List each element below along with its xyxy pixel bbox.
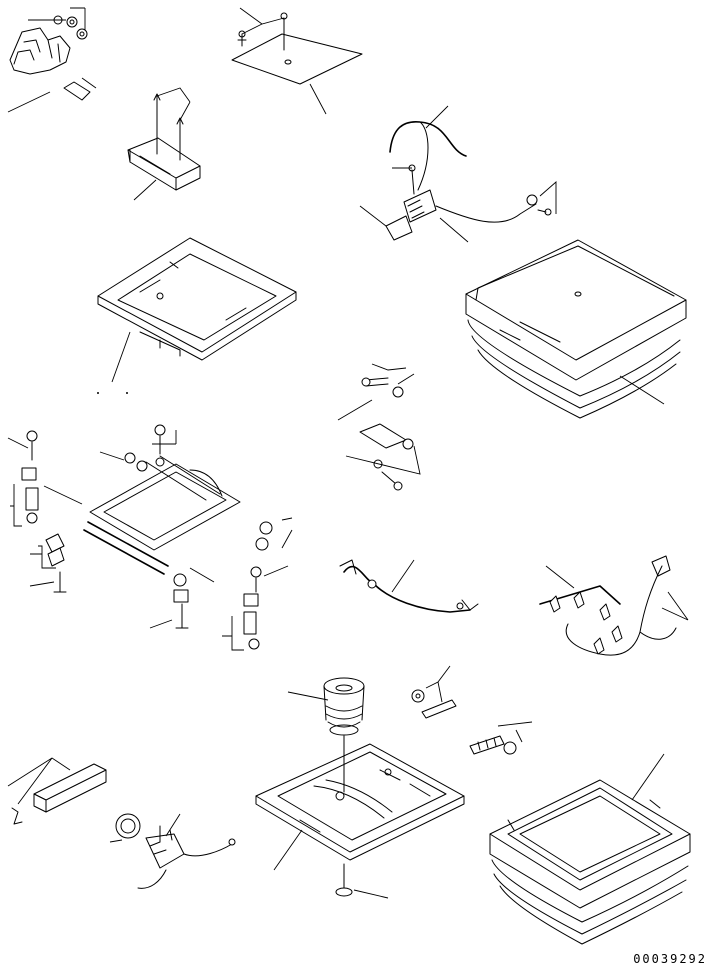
- lever-bracket: [360, 165, 556, 242]
- seat-cushion-lower: [490, 754, 690, 944]
- back-plate: [232, 8, 362, 114]
- armrest-pad: [128, 88, 200, 200]
- slide-rail-assembly: [8, 425, 292, 650]
- wire-harness-a: [340, 560, 478, 612]
- seat-cushion-upper: [466, 240, 686, 418]
- knob-set: [412, 666, 456, 718]
- catalog-number: 00039292: [633, 952, 707, 966]
- air-spring: [288, 678, 364, 735]
- wire-harness-b: [540, 556, 688, 655]
- square-bar: [8, 758, 106, 824]
- control-cable: [390, 106, 466, 190]
- pin-set: [338, 364, 420, 490]
- armrest-bracket-assembly: [8, 8, 96, 112]
- switch-harness: [110, 814, 235, 888]
- seat-frame: [97, 238, 296, 394]
- connector-strip: [470, 722, 532, 754]
- base-plate: [256, 736, 464, 898]
